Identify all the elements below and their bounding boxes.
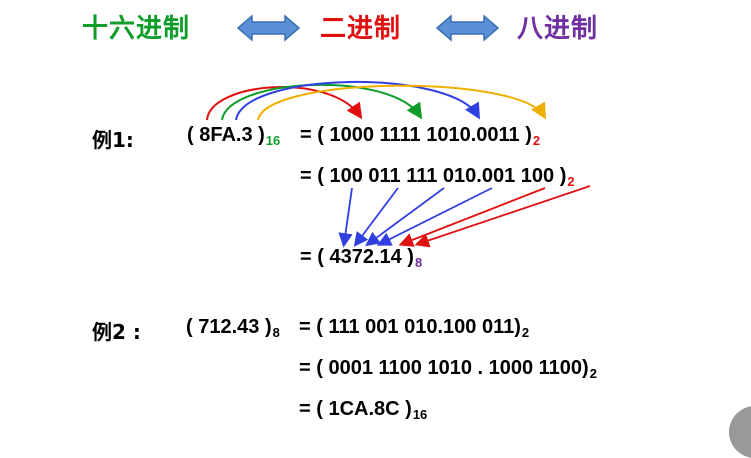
- example2-binary3-value: = ( 111 001 010.100 011): [299, 316, 521, 338]
- example1-binary3-value: = ( 100 011 111 010.001 100 ): [300, 165, 567, 187]
- arrow-111-to-7: [365, 187, 445, 247]
- example1-source-value: ( 8FA.3 ): [187, 124, 265, 146]
- diagram-arrows: [206, 14, 591, 248]
- arrow-3-to-0011: [257, 84, 547, 121]
- example2-binary4-value: = ( 0001 1100 1010 . 1000 1100): [299, 357, 589, 379]
- title-hexadecimal: 十六进制: [82, 14, 191, 44]
- example2-hex: = ( 1CA.8C )16: [299, 398, 428, 422]
- example1-binary3-base: 2: [567, 174, 575, 189]
- example1-octal-base: 8: [414, 255, 423, 270]
- arrow-100-to-4b: [414, 185, 591, 248]
- example2-hex-base: 16: [412, 407, 428, 422]
- arrow-8-to-1000: [206, 86, 363, 121]
- title-octal: 八进制: [517, 14, 599, 44]
- example1-octal-value: = ( 4372.14 ): [300, 246, 414, 268]
- example2-source-value: ( 712.43 ): [186, 316, 272, 338]
- example2-binary4-base: 2: [589, 366, 597, 381]
- double-arrow-icon-left: [236, 14, 301, 42]
- arrow-011-to-3: [353, 187, 399, 247]
- example1-binary4-value: = ( 1000 1111 1010.0011 ): [300, 124, 532, 146]
- arrow-A-to-1010: [235, 81, 481, 121]
- example1-label: 例1:: [92, 128, 134, 152]
- example2-binary4: = ( 0001 1100 1010 . 1000 1100)2: [299, 357, 597, 381]
- title-binary: 二进制: [320, 14, 402, 44]
- example2-binary3: = ( 111 001 010.100 011)2: [299, 316, 530, 340]
- example1-binary4: = ( 1000 1111 1010.0011 )2: [300, 124, 541, 148]
- example2-source: ( 712.43 )8: [186, 316, 280, 340]
- example2-hex-value: = ( 1CA.8C ): [299, 398, 412, 420]
- example2-source-base: 8: [272, 325, 280, 340]
- example1-source: ( 8FA.3 )16: [187, 124, 281, 148]
- example2-label: 例2 :: [92, 320, 141, 344]
- example1-octal: = ( 4372.14 )8: [300, 246, 423, 270]
- arrow-100-to-4: [338, 187, 353, 248]
- example1-binary3: = ( 100 011 111 010.001 100 )2: [300, 165, 575, 189]
- example1-binary4-base: 2: [532, 133, 541, 148]
- example2-binary3-base: 2: [521, 325, 530, 340]
- example1-source-base: 16: [265, 133, 281, 148]
- double-arrow-icon-right: [435, 14, 500, 42]
